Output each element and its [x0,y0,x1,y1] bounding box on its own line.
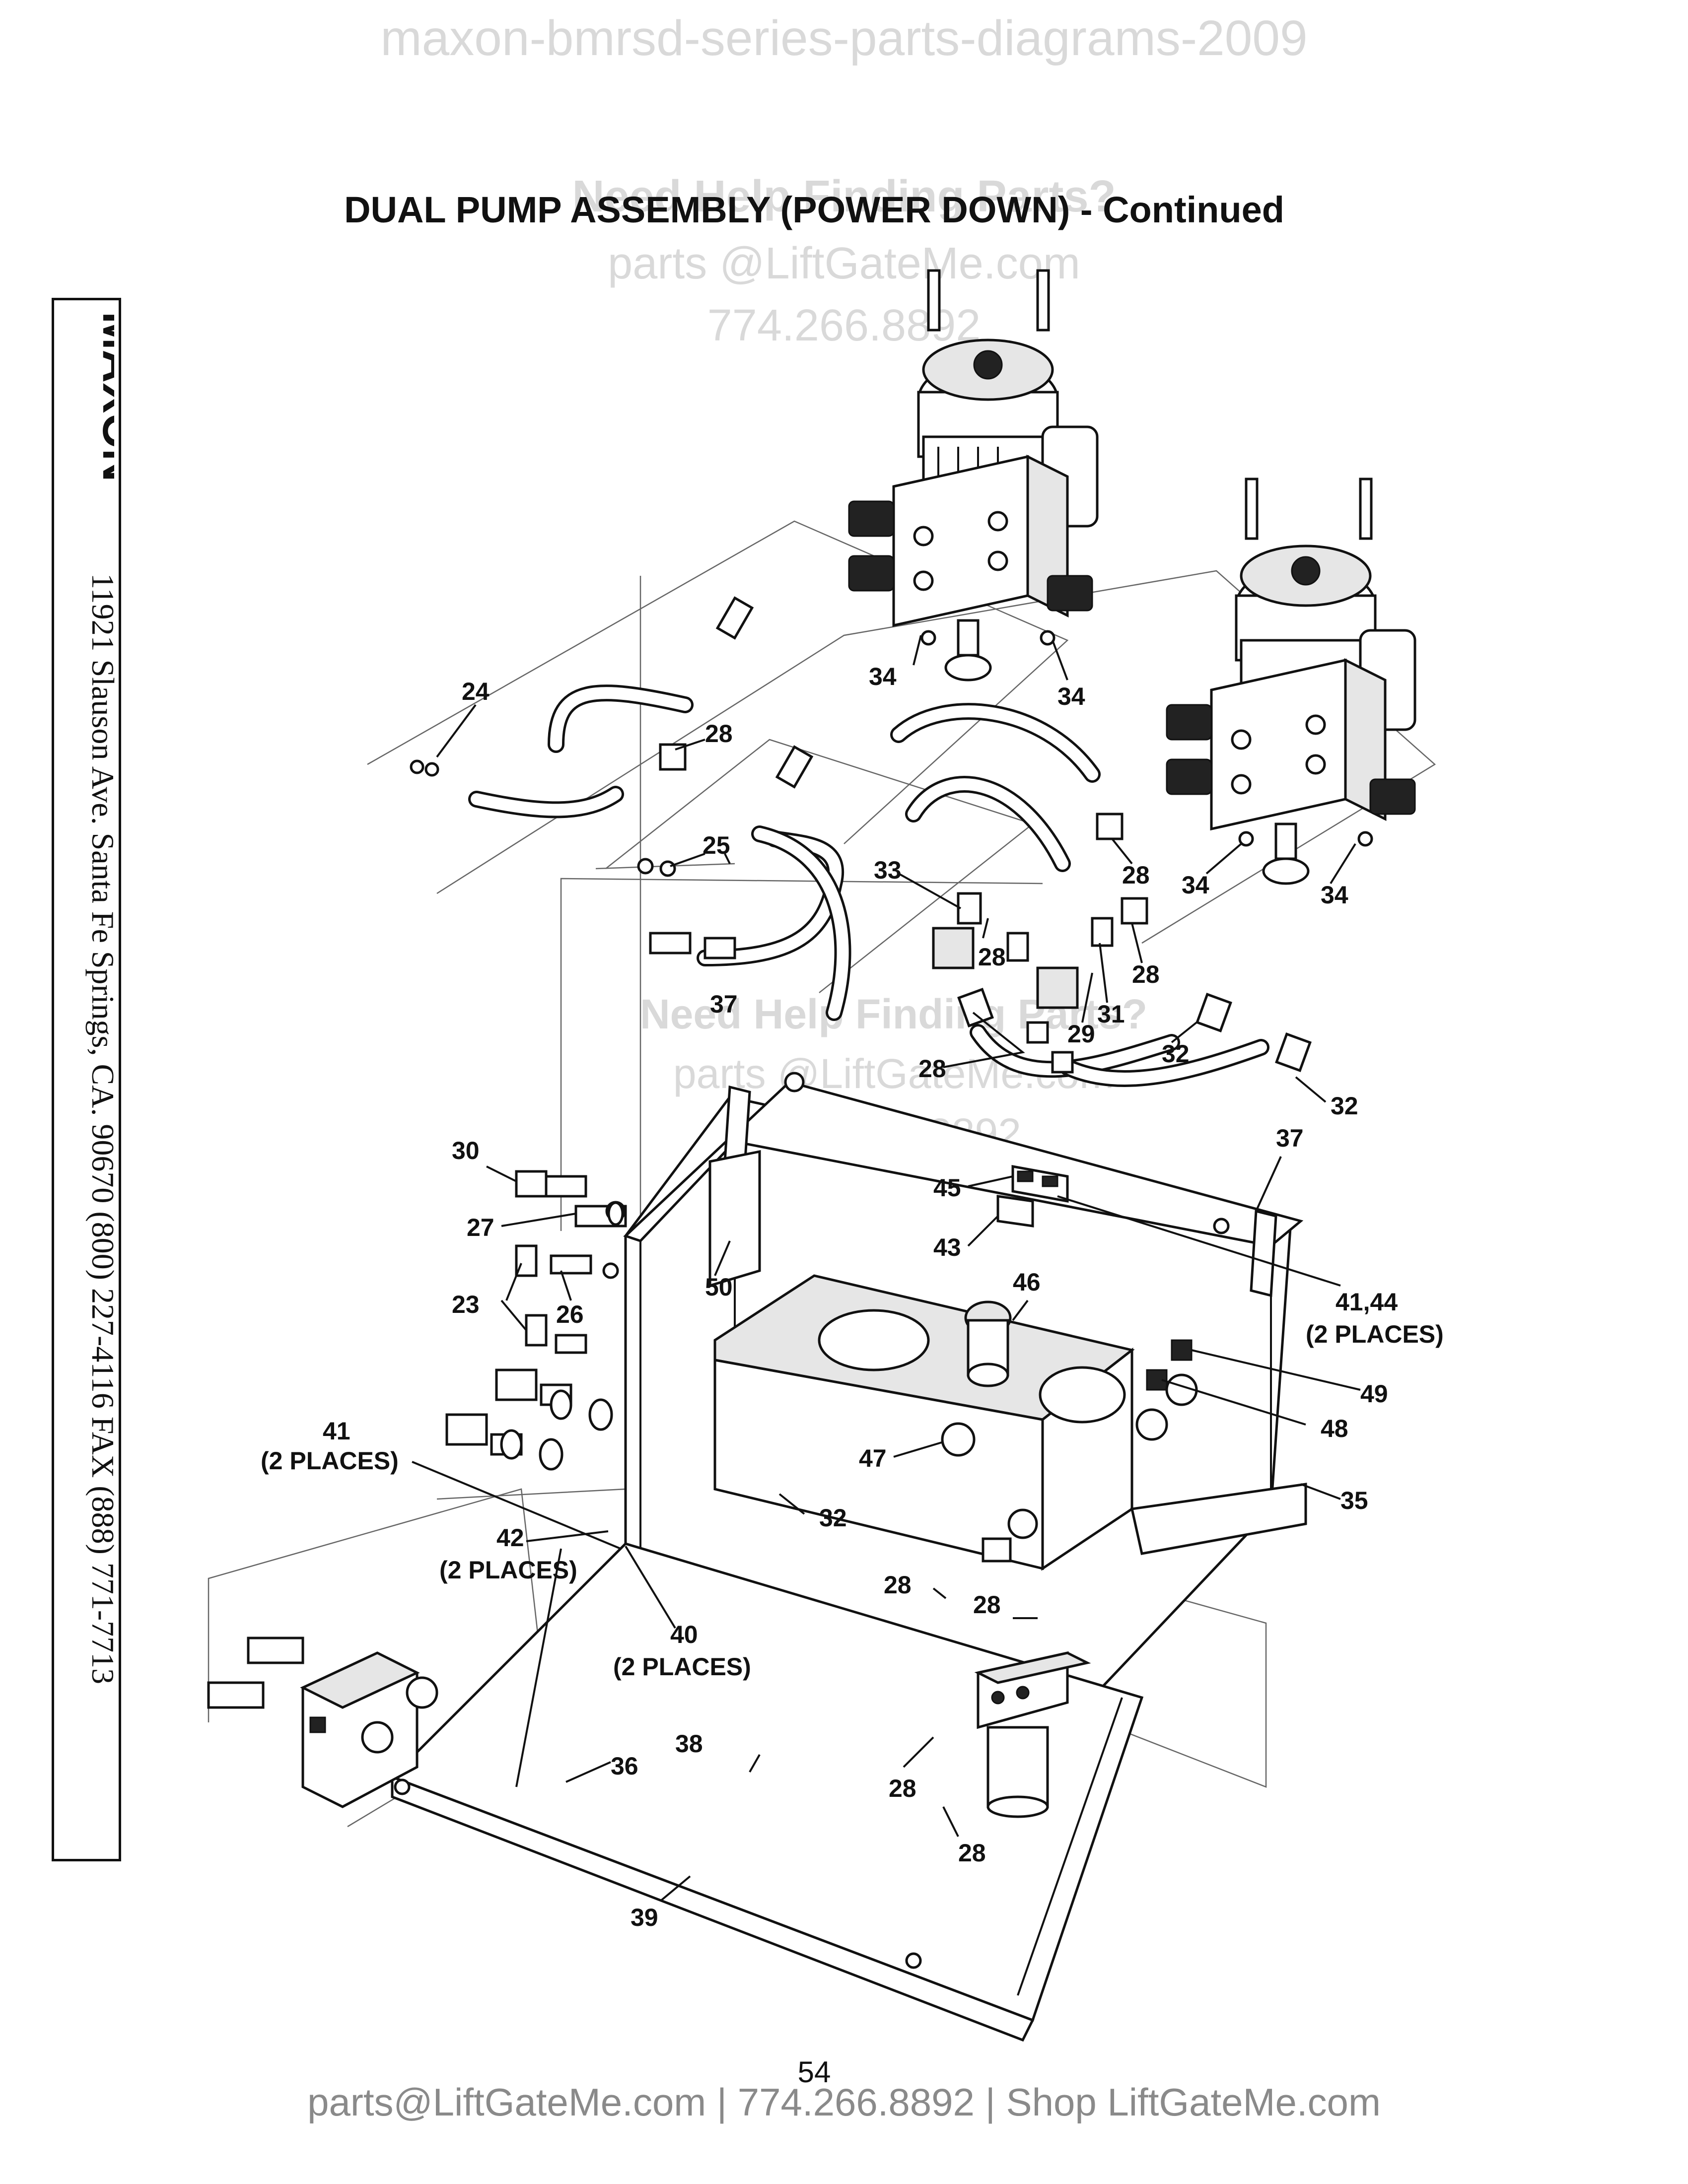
callout-34: 34 [1321,881,1348,909]
page-number: 54 [797,2055,831,2089]
callout-37: 37 [710,990,738,1018]
callout-38: 38 [675,1730,703,1758]
callout-33: 33 [874,856,902,884]
callout-48: 48 [1321,1415,1348,1442]
callout-40: 40 [670,1621,698,1648]
housing-cover [390,1483,1307,2042]
callout-35: 35 [1340,1487,1368,1514]
callout-31: 31 [1097,1000,1125,1028]
watermark-top: maxon-bmrsd-series-parts-diagrams-2009 [380,10,1308,66]
callout-43: 43 [933,1233,961,1261]
maxon-logo: MAXON [93,312,114,481]
callout-28: 28 [705,720,733,748]
callout-23: 23 [452,1291,480,1318]
callout-28: 28 [1132,960,1160,988]
callout-36: 36 [611,1752,638,1780]
callout-29: 29 [1067,1020,1095,1048]
callout-41-44-places: (2 PLACES) [1306,1320,1444,1348]
callout-leaders [412,635,1361,1902]
callout-34: 34 [869,663,897,690]
watermark-help: Need Help Finding Parts? [572,172,1116,221]
callout-28: 28 [1122,861,1150,889]
callout-46: 46 [1013,1268,1041,1296]
callout-28: 28 [889,1774,916,1802]
pump-housing-frame [623,1072,1304,1699]
callout-26: 26 [556,1300,584,1328]
callout-25: 25 [703,831,730,859]
callout-39: 39 [631,1904,658,1931]
callout-42: 42 [496,1524,524,1552]
callout-labels: 24 28 34 34 25 33 28 34 34 28 28 31 29 3… [261,663,1444,1931]
callout-28: 28 [978,943,1006,971]
callout-34: 34 [1057,682,1085,710]
callout-32: 32 [1331,1092,1358,1120]
footer-contact: parts@LiftGateMe.com | 774.266.8892 | Sh… [307,2080,1381,2124]
callout-45: 45 [933,1174,961,1202]
callout-41-places: (2 PLACES) [261,1447,399,1475]
page-title: DUAL PUMP ASSEMBLY (POWER DOWN) - Contin… [344,189,1284,230]
pump-assembly-2 [1166,478,1416,885]
callout-34: 34 [1182,871,1209,899]
callout-28: 28 [958,1839,986,1867]
callout-24: 24 [462,678,490,705]
watermark-email: parts @LiftGateMe.com [608,239,1080,288]
callout-40-places: (2 PLACES) [613,1653,751,1681]
sidebar-box [52,298,121,1861]
callout-30: 30 [452,1137,480,1164]
logo-text: MAXON [93,312,114,481]
callout-37: 37 [1276,1124,1304,1152]
callout-27: 27 [467,1214,494,1241]
callout-47: 47 [859,1444,887,1472]
left-manifold-block [207,1637,438,1808]
callout-32: 32 [1162,1040,1190,1068]
callout-32: 32 [819,1504,847,1532]
callout-41-44: 41,44 [1336,1288,1398,1316]
valve-block-lower [974,1651,1091,1818]
callout-49: 49 [1360,1380,1388,1408]
callout-50: 50 [705,1273,733,1301]
left-fitting-stack [445,1170,627,1471]
callout-28: 28 [884,1571,912,1599]
callout-42-places: (2 PLACES) [439,1556,577,1584]
pump-assembly-1 [848,269,1099,682]
callout-41: 41 [323,1417,351,1445]
callout-28: 28 [918,1055,946,1083]
callout-28: 28 [973,1591,1001,1619]
